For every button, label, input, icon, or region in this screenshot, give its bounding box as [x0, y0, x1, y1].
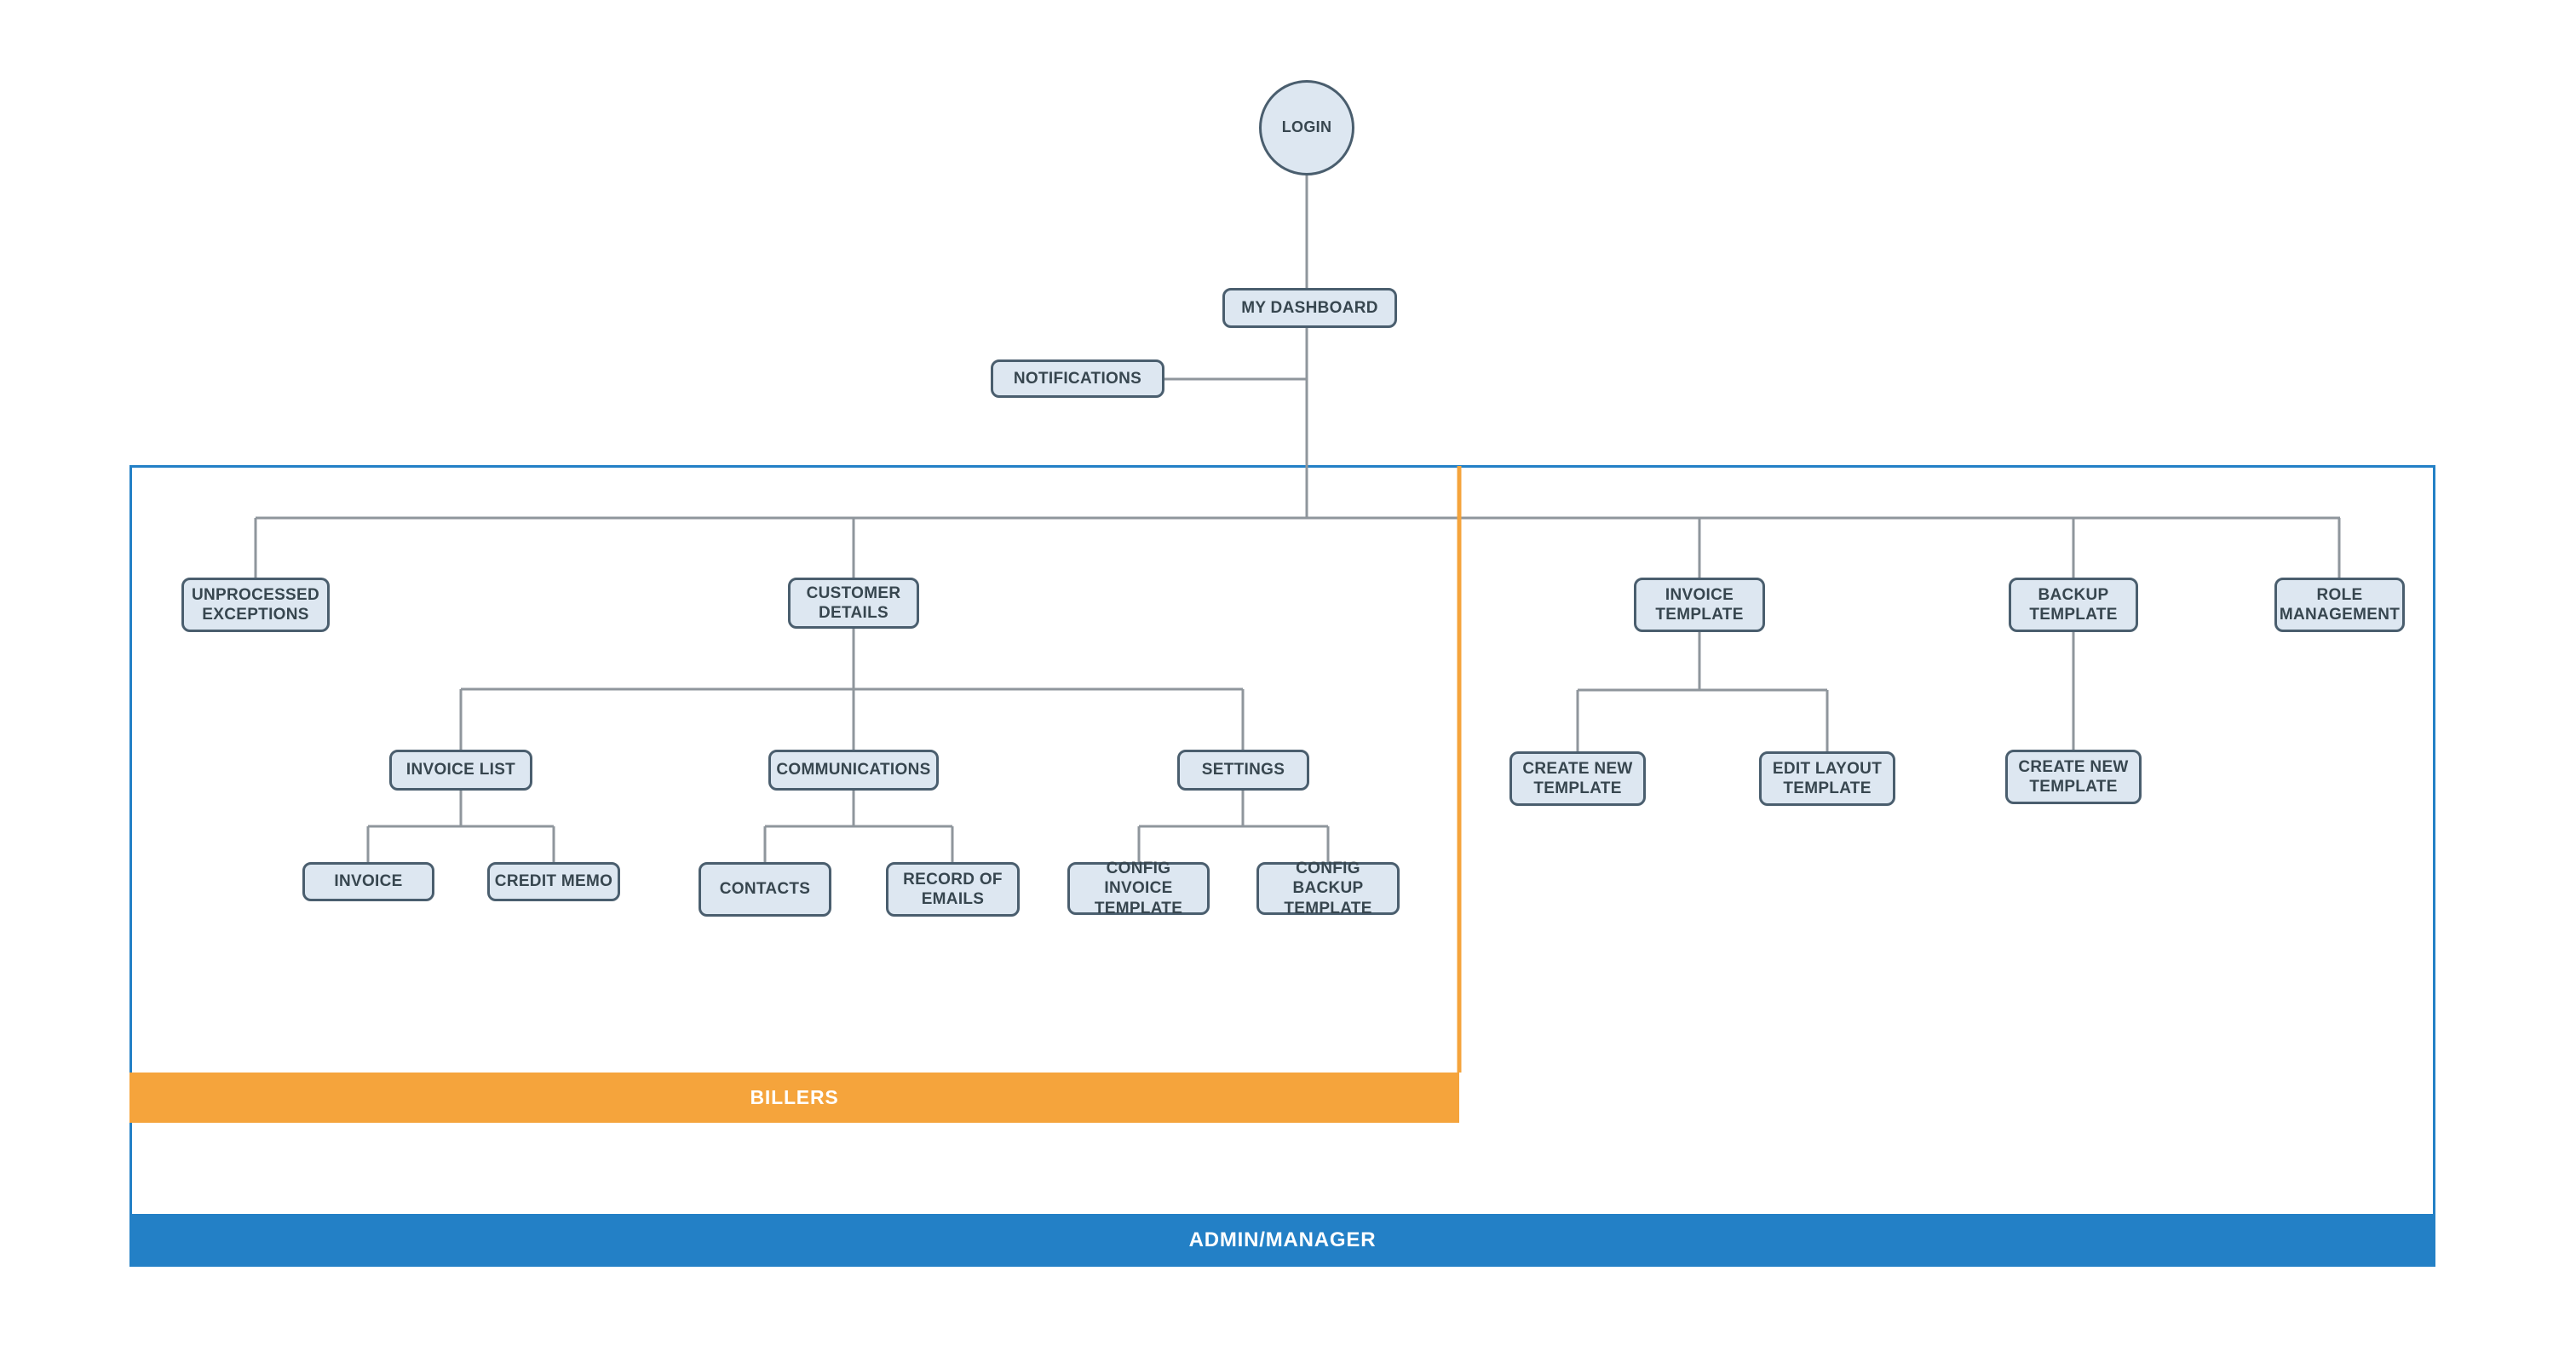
billers-zone-band: BILLERS [129, 1073, 1459, 1123]
admin-manager-zone-label: ADMIN/MANAGER [1188, 1228, 1377, 1251]
node-edit-layout-template: EDIT LAYOUT TEMPLATE [1759, 751, 1895, 806]
node-record-of-emails: RECORD OF EMAILS [886, 862, 1020, 917]
node-invoice-list: INVOICE LIST [389, 750, 532, 791]
node-my-dashboard: MY DASHBOARD [1222, 288, 1397, 328]
node-invoice: INVOICE [302, 862, 434, 901]
node-unprocessed-exceptions: UNPROCESSED EXCEPTIONS [181, 578, 330, 632]
node-notifications: NOTIFICATIONS [991, 359, 1164, 398]
node-invoice-template: INVOICE TEMPLATE [1634, 578, 1765, 632]
node-credit-memo: CREDIT MEMO [487, 862, 620, 901]
node-create-new-template-invoice: CREATE NEW TEMPLATE [1509, 751, 1646, 806]
node-config-invoice-template: CONFIG INVOICE TEMPLATE [1067, 860, 1210, 917]
node-customer-details: CUSTOMER DETAILS [788, 578, 919, 629]
node-config-backup-template: CONFIG BACKUP TEMPLATE [1256, 860, 1400, 917]
node-contacts: CONTACTS [699, 862, 831, 917]
node-settings: SETTINGS [1177, 750, 1309, 791]
node-role-management: ROLE MANAGEMENT [2274, 578, 2405, 632]
node-login: LOGIN [1259, 80, 1354, 175]
node-create-new-template-backup: CREATE NEW TEMPLATE [2005, 750, 2142, 804]
admin-manager-zone-band: ADMIN/MANAGER [129, 1214, 2435, 1267]
billers-zone-label: BILLERS [750, 1086, 839, 1108]
node-backup-template: BACKUP TEMPLATE [2009, 578, 2138, 632]
node-communications: COMMUNICATIONS [768, 750, 939, 791]
